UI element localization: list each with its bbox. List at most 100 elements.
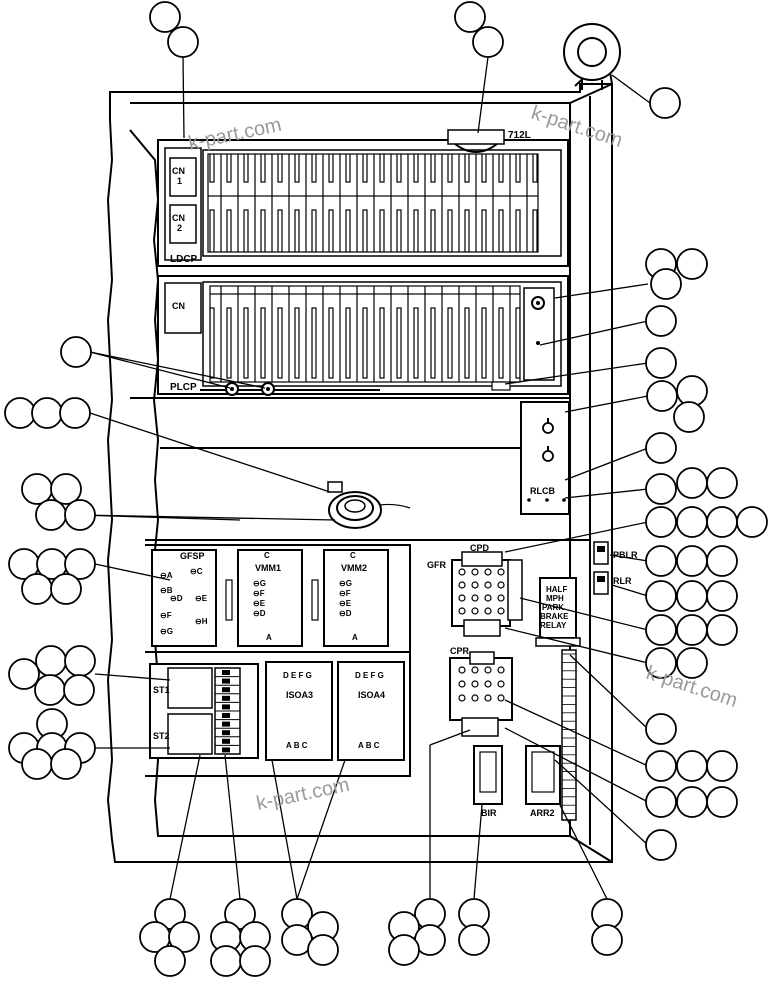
label-isoa3: ISOA3 [286,690,313,700]
arr2-relay [525,745,561,805]
terminal-screw [222,695,230,701]
callout-circle [8,658,40,690]
cpr-relay [449,651,513,737]
terminal-screw [222,670,230,675]
label-pblr: PBLR [613,550,638,560]
leader-line [504,727,649,803]
leader-line [539,320,649,346]
callout-circle [645,580,677,612]
gfr-relay [451,551,523,637]
callout-circle [676,467,708,499]
terminal-dot [458,607,466,615]
terminal-dot [484,607,492,615]
callout-circle [59,397,91,429]
shelf-lines [130,397,590,541]
callout-circle [149,1,181,33]
vmm-pin-label: ⊖F [339,589,351,598]
terminal-screw [222,730,230,736]
leader-line [224,754,241,900]
leader-line [564,488,649,499]
callout-circle [646,380,678,412]
leader-line [504,521,649,553]
pblr-rlr-relays [593,541,609,595]
callout-circle [676,580,708,612]
callout-circle [676,750,708,782]
label-cn: CN [172,301,185,311]
label-vmm2-a: A [352,633,358,642]
label-isoa3-defg: D E F G [283,671,312,680]
callout-circle [645,347,677,379]
label-isoa4: ISOA4 [358,690,385,700]
terminal-dot [471,594,479,602]
callout-circle [64,645,96,677]
leader-line [611,74,651,104]
callout-circle [50,748,82,780]
label-cpd: CPD [470,543,490,553]
callout-circle [645,750,677,782]
callout-circle [239,945,271,977]
callout-circle [154,945,186,977]
terminal-dot [497,568,505,576]
terminal-dot [471,680,479,688]
leader-line [564,447,649,481]
callout-bubbles [4,1,768,977]
leader-line [89,351,231,389]
leader-line [504,362,649,385]
callout-circle [210,945,242,977]
terminal-screw [222,738,230,744]
callout-circle [676,614,708,646]
gfsp-pin-label: ⊖F [160,611,172,620]
leader-line [79,514,336,521]
label-isoa4-abc: A B C [358,741,380,750]
callout-circle [673,401,705,433]
callout-circle [60,336,92,368]
vmm-pin-label: ⊖D [253,609,266,618]
callout-circle [63,674,95,706]
terminal-dot [471,568,479,576]
callout-circle [31,397,63,429]
callout-circle [21,748,53,780]
callout-circle [454,1,486,33]
terminal-dot [471,694,479,702]
gfsp-pin-label: ⊖C [190,567,203,576]
callout-circle [472,26,504,58]
callout-circle [706,580,738,612]
leader-line [504,699,649,767]
label-arr2: ARR2 [530,808,555,818]
terminal-screw [222,721,230,727]
callout-circle [645,545,677,577]
gfsp-module [151,549,217,647]
terminal-dot [471,581,479,589]
gfsp-pin-label: ⊖H [195,617,208,626]
vmm-pin-label: ⊖G [339,579,352,588]
leader-lines [79,56,651,900]
label-st2: ST2 [153,731,170,741]
terminal-dot [497,594,505,602]
gfsp-pin-label: ⊖E [195,594,208,603]
leader-line [94,563,171,581]
callout-circle [645,305,677,337]
pin-labels: ⊖A⊖B⊖C⊖D⊖E⊖F⊖G⊖H⊖G⊖F⊖E⊖D⊖G⊖F⊖E⊖D [160,567,352,636]
leader-line [271,759,298,900]
label-cpr: CPR [450,646,470,656]
callout-circle [645,713,677,745]
label-gfr: GFR [427,560,446,570]
callout-circle [676,506,708,538]
lower-left-frame [145,544,411,777]
label-st1: ST1 [153,685,170,695]
callout-circle [706,467,738,499]
terminal-dot [471,607,479,615]
label-ldcp: LDCP [170,254,198,265]
gfsp-pin-label: ⊖A [160,571,173,580]
callout-circle [35,499,67,531]
vmm2-module [311,549,389,647]
terminal-dot [484,694,492,702]
terminal-dot [458,680,466,688]
eyebolt [563,23,621,90]
callout-circle [645,786,677,818]
terminal-dot [497,694,505,702]
leader-line [554,759,649,846]
